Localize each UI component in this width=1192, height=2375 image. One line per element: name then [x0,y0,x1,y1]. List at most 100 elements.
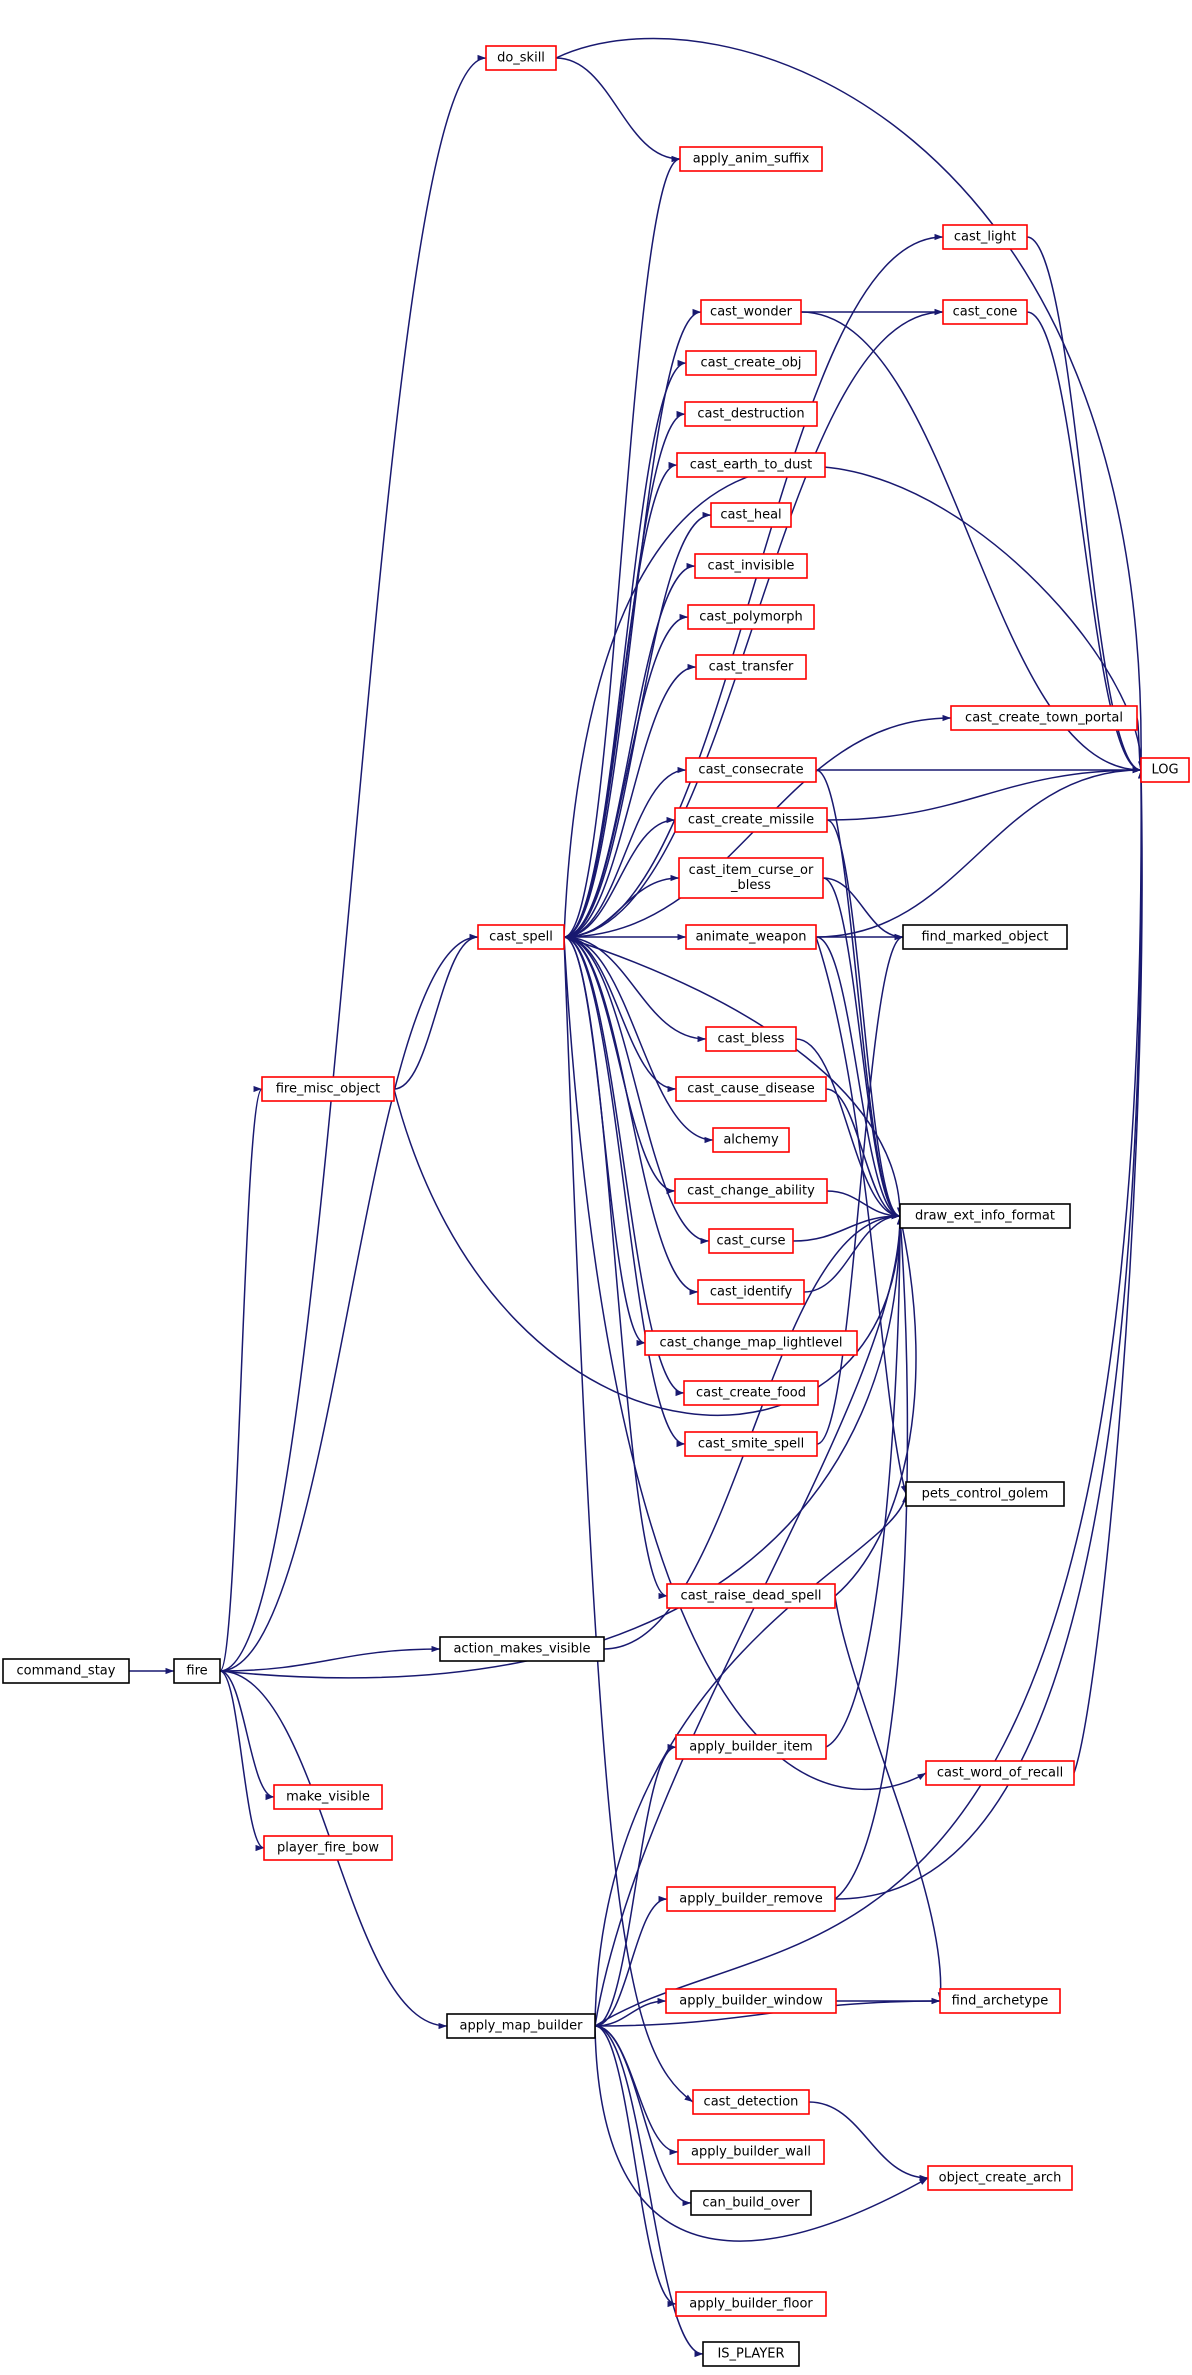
node-label-cast_smite_spell: cast_smite_spell [698,1437,804,1452]
node-apply_builder_window[interactable]: apply_builder_window [665,1988,837,2014]
node-label-draw_ext_info_format: draw_ext_info_format [915,1209,1055,1224]
node-label-cast_polymorph: cast_polymorph [699,610,802,625]
node-make_visible[interactable]: make_visible [273,1784,383,1810]
arrowhead-cast_spell-to-cast_earth_to_dust [668,461,677,469]
node-do_skill[interactable]: do_skill [485,45,557,71]
node-label-object_create_arch: object_create_arch [939,2171,1062,2186]
node-cast_change_map_lightlevel[interactable]: cast_change_map_lightlevel [644,1330,858,1356]
node-cast_wonder[interactable]: cast_wonder [700,299,802,325]
edge-cast_curse-to-draw_ext_info_format [792,1215,901,1242]
node-apply_builder_item[interactable]: apply_builder_item [675,1734,827,1760]
node-box-cast_polymorph [687,604,815,630]
arrowhead-cast_spell-to-cast_create_town_portal [942,714,951,722]
edge-cast_identify-to-draw_ext_info_format [803,1215,901,1293]
node-cast_create_town_portal[interactable]: cast_create_town_portal [950,705,1138,731]
node-box-apply_builder_remove [666,1886,836,1912]
node-cast_identify[interactable]: cast_identify [697,1279,805,1305]
edge-cast_spell-to-cast_transfer [563,666,697,938]
node-label-cast_spell: cast_spell [489,930,553,945]
edge-cast_spell-to-cast_identify [563,936,699,1293]
node-animate_weapon[interactable]: animate_weapon [685,924,817,950]
edge-cast_spell-to-cast_create_missile [563,819,676,938]
node-player_fire_bow[interactable]: player_fire_bow [263,1835,393,1861]
arrowhead-cast_spell-to-cast_light [934,233,943,241]
node-cast_cone[interactable]: cast_cone [942,299,1028,325]
arrowhead-cast_wonder-to-cast_cone [934,308,943,316]
node-apply_builder_remove[interactable]: apply_builder_remove [666,1886,836,1912]
node-label-alchemy: alchemy [723,1133,779,1148]
node-label-apply_builder_remove: apply_builder_remove [679,1892,822,1907]
node-box-cast_detection [692,2089,810,2115]
arrowhead-fire-to-apply_map_builder [438,2022,447,2030]
node-can_build_over: can_build_over [690,2190,812,2216]
node-cast_spell[interactable]: cast_spell [477,924,565,950]
node-box-cast_smite_spell [684,1431,818,1457]
node-cast_create_missile[interactable]: cast_create_missile [674,807,828,833]
arrowhead-fire-to-fire_misc_object [253,1085,262,1093]
node-fire_misc_object[interactable]: fire_misc_object [261,1076,395,1102]
edge-fire-to-do_skill [219,57,487,1672]
arrowhead-cast_spell-to-cast_consecrate [677,766,686,774]
node-apply_anim_suffix[interactable]: apply_anim_suffix [679,146,823,172]
edge-fire_misc_object-to-draw_ext_info_format [393,1088,901,1416]
node-cast_invisible[interactable]: cast_invisible [694,553,808,579]
edge-cast_item_curse_or_bless-to-find_marked_object [822,877,904,938]
node-label-can_build_over: can_build_over [702,2196,800,2211]
arrowhead-cast_spell-to-animate_weapon [677,933,686,941]
node-cast_bless[interactable]: cast_bless [705,1026,797,1052]
edge-cast_spell-to-cast_smite_spell [563,936,686,1445]
node-cast_polymorph[interactable]: cast_polymorph [687,604,815,630]
node-cast_destruction[interactable]: cast_destruction [684,401,818,427]
node-cast_transfer[interactable]: cast_transfer [695,654,807,680]
edge-cast_spell-to-cast_polymorph [563,616,689,938]
node-cast_create_obj[interactable]: cast_create_obj [685,350,817,376]
node-cast_earth_to_dust[interactable]: cast_earth_to_dust [676,452,826,478]
node-box-cast_word_of_recall [925,1760,1075,1786]
node-cast_light[interactable]: cast_light [942,224,1028,250]
node-LOG[interactable]: LOG [1140,757,1190,783]
node-label-player_fire_bow: player_fire_bow [277,1841,379,1856]
node-cast_change_ability[interactable]: cast_change_ability [674,1178,828,1204]
edge-cast_light-to-LOG [1026,236,1142,771]
arrowhead-cast_spell-to-cast_change_map_lightlevel [636,1339,645,1347]
node-cast_detection[interactable]: cast_detection [692,2089,810,2115]
edge-apply_builder_item-to-draw_ext_info_format [825,1215,901,1748]
node-find_archetype[interactable]: find_archetype [939,1988,1061,2014]
node-box-cast_change_map_lightlevel [644,1330,858,1356]
node-box-cast_destruction [684,401,818,427]
node-cast_word_of_recall[interactable]: cast_word_of_recall [925,1760,1075,1786]
node-box-LOG [1140,757,1190,783]
edge-cast_spell-to-apply_anim_suffix [563,158,681,938]
arrowhead-fire_misc_object-to-cast_spell [469,933,478,941]
node-label-cast_heal: cast_heal [720,508,781,523]
node-apply_builder_wall[interactable]: apply_builder_wall [677,2139,825,2165]
node-box-cast_bless [705,1026,797,1052]
node-cast_smite_spell[interactable]: cast_smite_spell [684,1431,818,1457]
node-box-make_visible [273,1784,383,1810]
node-box-apply_anim_suffix [679,146,823,172]
node-label-action_makes_visible: action_makes_visible [453,1642,590,1657]
node-cast_item_curse_or_bless[interactable]: cast_item_curse_or_bless [678,857,824,899]
node-label-cast_identify: cast_identify [710,1285,793,1300]
node-apply_builder_floor[interactable]: apply_builder_floor [675,2291,827,2317]
edge-animate_weapon-to-pets_control_golem [815,936,907,1495]
node-alchemy[interactable]: alchemy [712,1127,790,1153]
edge-apply_map_builder-to-IS_PLAYER [594,2025,704,2355]
arrowhead-action_makes_visible-to-draw_ext_info_format [891,1212,900,1220]
node-label-make_visible: make_visible [286,1790,370,1805]
node-cast_raise_dead_spell[interactable]: cast_raise_dead_spell [666,1583,836,1609]
node-box-cast_light [942,224,1028,250]
node-cast_create_food[interactable]: cast_create_food [683,1380,819,1406]
node-cast_consecrate[interactable]: cast_consecrate [685,757,817,783]
node-label-apply_builder_wall: apply_builder_wall [691,2145,811,2160]
arrowhead-command_stay-to-fire [165,1667,174,1675]
node-cast_heal[interactable]: cast_heal [710,502,792,528]
node-label-fire_misc_object: fire_misc_object [276,1082,381,1097]
edge-cast_spell-to-cast_item_curse_or_bless [563,877,680,938]
node-object_create_arch[interactable]: object_create_arch [927,2165,1073,2191]
node-cast_cause_disease[interactable]: cast_cause_disease [675,1076,827,1102]
node-cast_curse[interactable]: cast_curse [708,1228,794,1254]
edge-cast_spell-to-cast_create_food [563,936,685,1394]
node-label-apply_builder_window: apply_builder_window [679,1994,823,2009]
node-label-cast_cone: cast_cone [953,305,1018,320]
